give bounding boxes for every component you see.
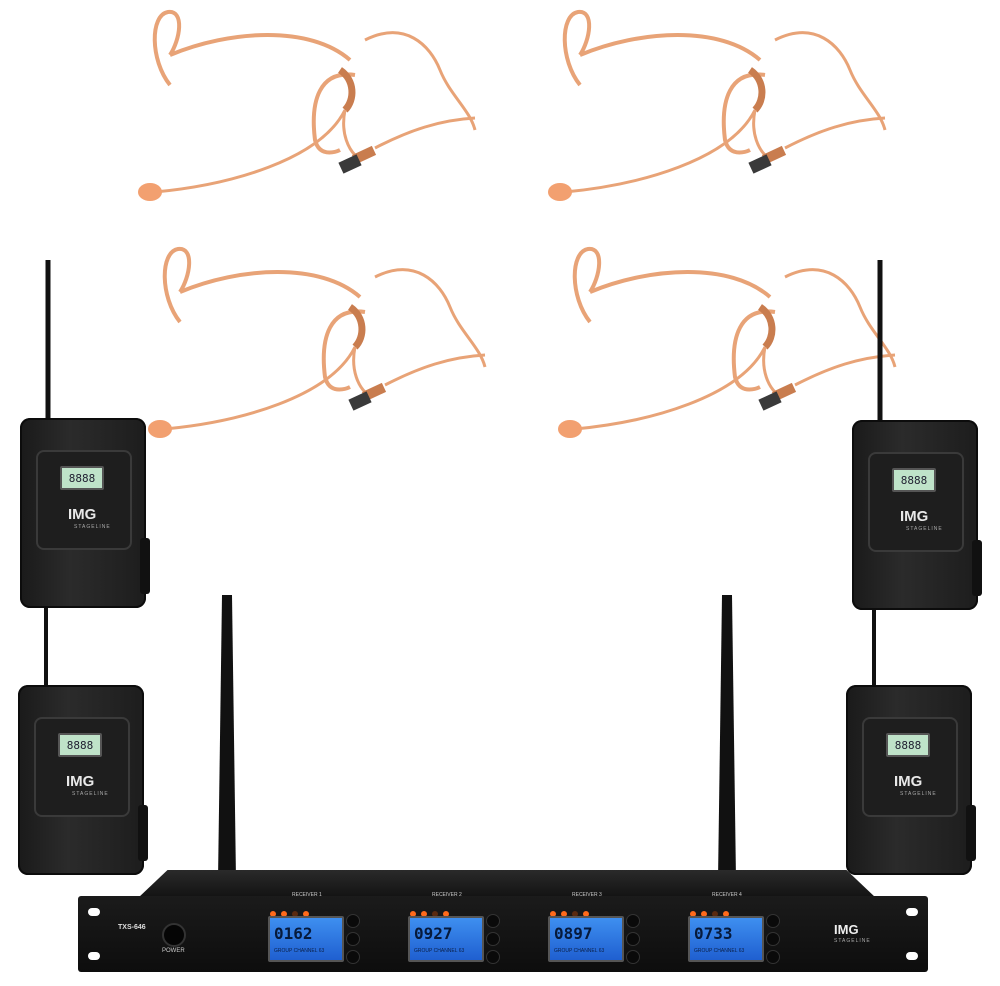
bodypack-face: 8888 IMG STAGELINE xyxy=(862,717,958,817)
indicator-leds xyxy=(410,904,480,917)
frequency-readout: 0927 xyxy=(414,924,453,943)
channel-display: 0897 GROUP CHANNEL 63 xyxy=(548,916,624,962)
brand-subtitle: STAGELINE xyxy=(906,526,943,532)
channel-display: 0733 GROUP CHANNEL 63 xyxy=(688,916,764,962)
receiver-top xyxy=(138,870,876,898)
brand-logo: IMG xyxy=(66,773,95,790)
model-label: TXS-646 xyxy=(118,924,146,931)
receiver-brand-subtitle: STAGELINE xyxy=(834,938,871,944)
bodypack-transmitter: 8888 IMG STAGELINE xyxy=(20,418,150,608)
channel-buttons[interactable] xyxy=(346,914,364,968)
brand-subtitle: STAGELINE xyxy=(74,524,111,530)
group-channel-readout: GROUP CHANNEL 63 xyxy=(554,948,605,954)
channel-label: RECEIVER 3 xyxy=(572,892,602,898)
receiver-channel-2: RECEIVER 2 0927 GROUP CHANNEL 63 xyxy=(402,892,522,964)
receiver-channel-4: RECEIVER 4 0733 GROUP CHANNEL 63 xyxy=(682,892,802,964)
bodypack-display: 8888 xyxy=(58,733,102,757)
receiver-channel-1: RECEIVER 1 0162 GROUP CHANNEL 63 xyxy=(262,892,382,964)
bodypack-transmitter: 8888 IMG STAGELINE xyxy=(846,685,976,875)
brand-logo: IMG xyxy=(68,506,97,523)
indicator-leds xyxy=(270,904,340,917)
bodypack-display: 8888 xyxy=(886,733,930,757)
bodypack-face: 8888 IMG STAGELINE xyxy=(36,450,132,550)
brand-subtitle: STAGELINE xyxy=(72,791,109,797)
bodypack-face: 8888 IMG STAGELINE xyxy=(34,717,130,817)
channel-label: RECEIVER 2 xyxy=(432,892,462,898)
channel-display: 0162 GROUP CHANNEL 63 xyxy=(268,916,344,962)
rack-receiver: TXS-646 POWER RECEIVER 1 0162 GROUP CHAN… xyxy=(78,870,928,972)
receiver-antenna-right xyxy=(718,595,736,880)
channel-buttons[interactable] xyxy=(626,914,644,968)
bodypack-display: 8888 xyxy=(892,468,936,492)
headset-microphone-1 xyxy=(138,12,475,201)
rack-ear-hole xyxy=(88,908,100,916)
channel-buttons[interactable] xyxy=(766,914,784,968)
receiver-antenna-left xyxy=(218,595,236,880)
power-button[interactable] xyxy=(162,923,186,947)
indicator-leds xyxy=(690,904,760,917)
receiver-front-panel: TXS-646 POWER RECEIVER 1 0162 GROUP CHAN… xyxy=(78,892,928,972)
channel-label: RECEIVER 1 xyxy=(292,892,322,898)
frequency-readout: 0733 xyxy=(694,924,733,943)
channel-display: 0927 GROUP CHANNEL 63 xyxy=(408,916,484,962)
power-label: POWER xyxy=(162,948,185,954)
frequency-readout: 0897 xyxy=(554,924,593,943)
bodypack-display: 8888 xyxy=(60,466,104,490)
belt-clip xyxy=(972,540,982,596)
belt-clip xyxy=(966,805,976,861)
rack-ear-hole xyxy=(906,908,918,916)
belt-clip xyxy=(138,805,148,861)
receiver-channel-3: RECEIVER 3 0897 GROUP CHANNEL 63 xyxy=(542,892,662,964)
channel-label: RECEIVER 4 xyxy=(712,892,742,898)
brand-subtitle: STAGELINE xyxy=(900,791,937,797)
brand-logo: IMG xyxy=(900,508,929,525)
headset-microphone-2 xyxy=(548,12,885,201)
group-channel-readout: GROUP CHANNEL 63 xyxy=(694,948,745,954)
belt-clip xyxy=(140,538,150,594)
bodypack-transmitter: 8888 IMG STAGELINE xyxy=(18,685,148,875)
headset-microphone-4 xyxy=(558,249,895,438)
frequency-readout: 0162 xyxy=(274,924,313,943)
bodypack-transmitter: 8888 IMG STAGELINE xyxy=(852,420,982,610)
bodypack-face: 8888 IMG STAGELINE xyxy=(868,452,964,552)
rack-ear-hole xyxy=(906,952,918,960)
channel-buttons[interactable] xyxy=(486,914,504,968)
rack-ear-hole xyxy=(88,952,100,960)
indicator-leds xyxy=(550,904,620,917)
receiver-brand-logo: IMG xyxy=(834,922,859,937)
group-channel-readout: GROUP CHANNEL 63 xyxy=(414,948,465,954)
brand-logo: IMG xyxy=(894,773,923,790)
group-channel-readout: GROUP CHANNEL 63 xyxy=(274,948,325,954)
headset-microphone-3 xyxy=(148,249,485,438)
